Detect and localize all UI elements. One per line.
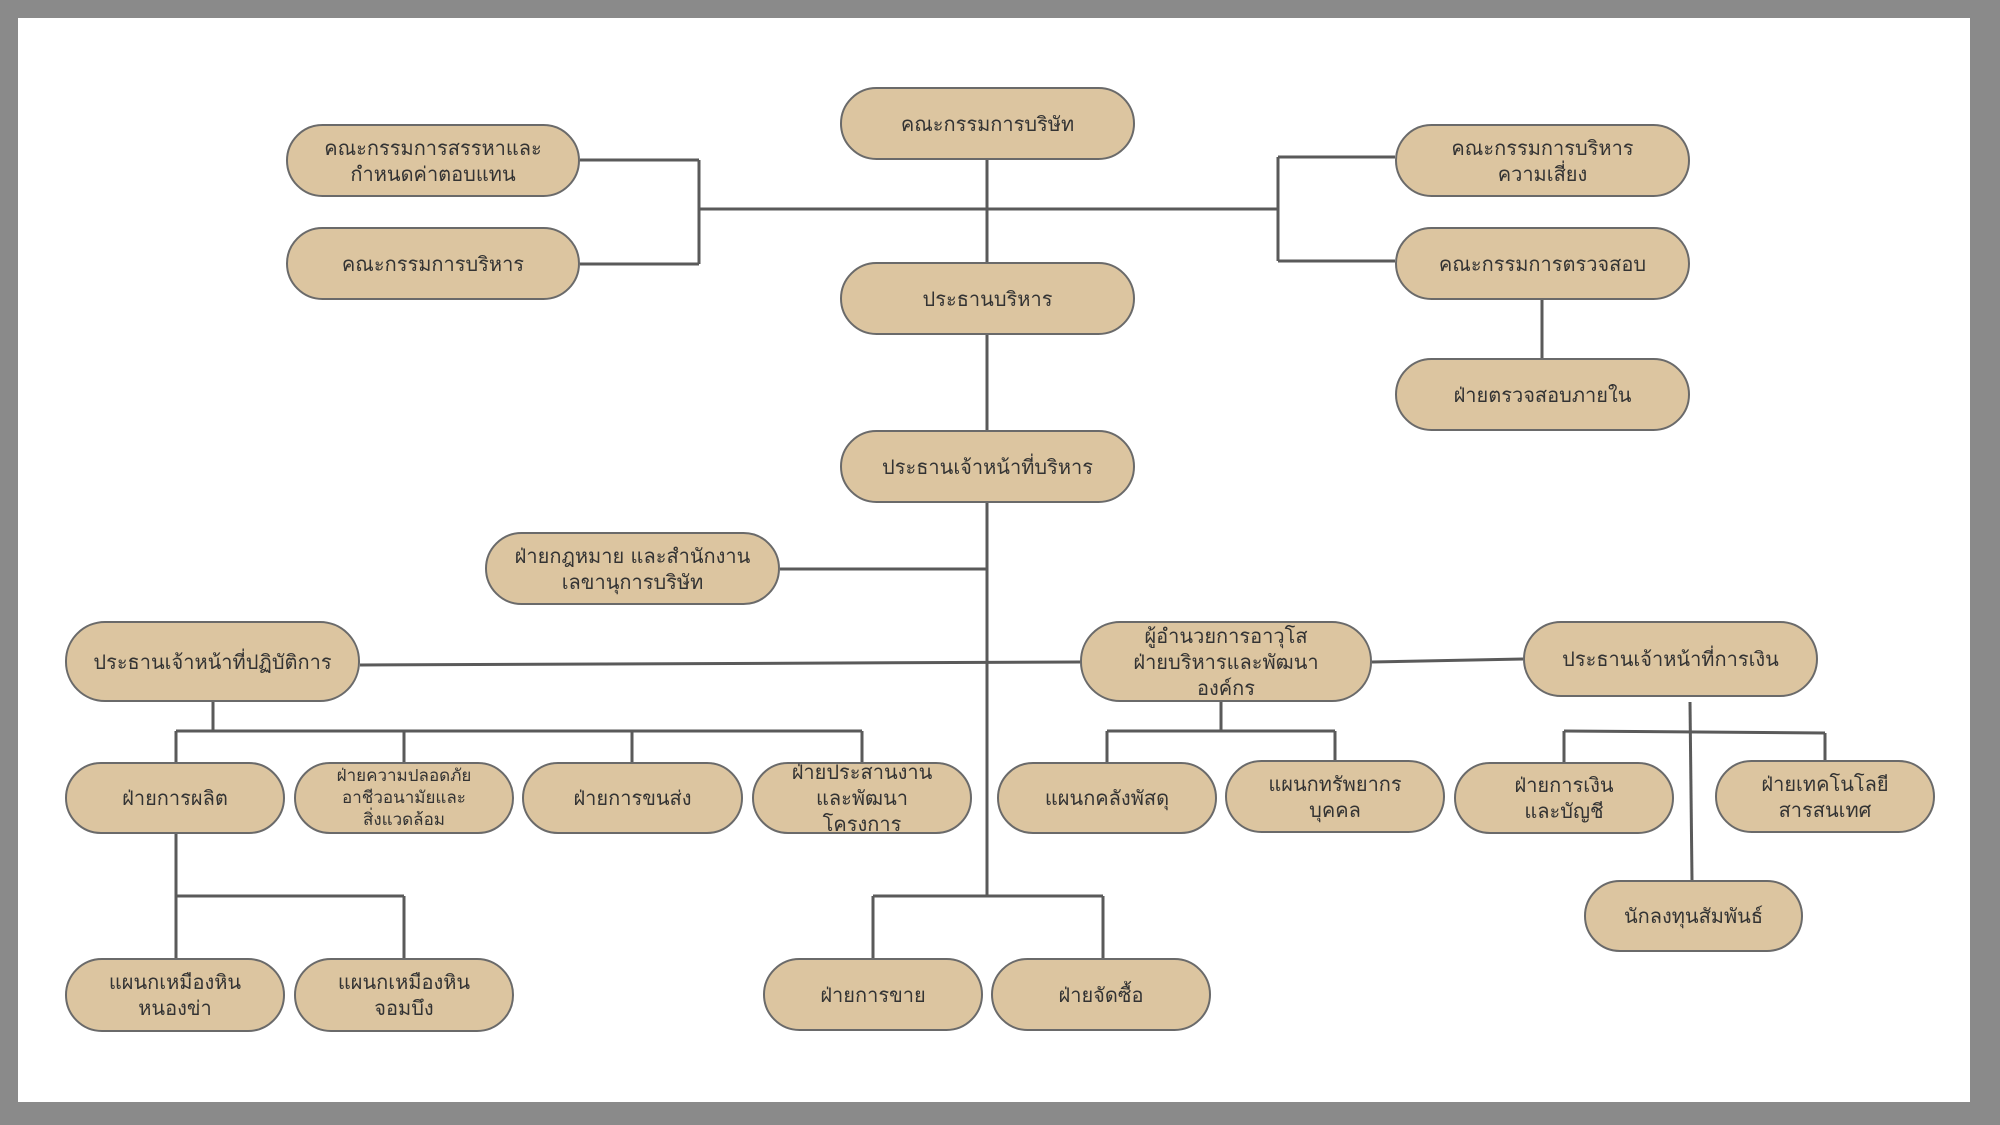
node-finance-accounting: ฝ่ายการเงิน และบัญชี [1454, 762, 1674, 834]
node-quarry-nongkha: แผนกเหมืองหิน หนองข่า [65, 958, 285, 1032]
node-risk-committee: คณะกรรมการบริหาร ความเสี่ยง [1395, 124, 1690, 197]
node-executive-chairman: ประธานบริหาร [840, 262, 1135, 335]
node-human-resources: แผนกทรัพยากร บุคคล [1225, 760, 1445, 833]
node-audit-committee: คณะกรรมการตรวจสอบ [1395, 227, 1690, 300]
node-information-technology: ฝ่ายเทคโนโลยี สารสนเทศ [1715, 760, 1935, 833]
node-warehouse: แผนกคลังพัสดุ [997, 762, 1217, 834]
node-legal-secretary: ฝ่ายกฎหมาย และสำนักงาน เลขานุการบริษัท [485, 532, 780, 605]
node-production: ฝ่ายการผลิต [65, 762, 285, 834]
node-sales: ฝ่ายการขาย [763, 958, 983, 1031]
node-senior-director: ผู้อำนวยการอาวุโส ฝ่ายบริหารและพัฒนา องค… [1080, 621, 1372, 702]
node-coo: ประธานเจ้าหน้าที่ปฏิบัติการ [65, 621, 360, 702]
node-cfo: ประธานเจ้าหน้าที่การเงิน [1523, 621, 1818, 697]
node-project-coordination: ฝ่ายประสานงาน และพัฒนา โครงการ [752, 760, 972, 836]
node-quarry-chombueng: แผนกเหมืองหิน จอมบึง [294, 958, 514, 1032]
node-board: คณะกรรมการบริษัท [840, 87, 1135, 160]
node-executive-committee: คณะกรรมการบริหาร [286, 227, 580, 300]
node-procurement: ฝ่ายจัดซื้อ [991, 958, 1211, 1031]
node-nomination-committee: คณะกรรมการสรรหาและ กำหนดค่าตอบแทน [286, 124, 580, 197]
node-internal-audit: ฝ่ายตรวจสอบภายใน [1395, 358, 1690, 431]
node-safety: ฝ่ายความปลอดภัย อาชีวอนามัยและ สิ่งแวดล้… [294, 762, 514, 834]
node-ceo: ประธานเจ้าหน้าที่บริหาร [840, 430, 1135, 503]
node-investor-relations: นักลงทุนสัมพันธ์ [1584, 880, 1803, 952]
node-transport: ฝ่ายการขนส่ง [522, 762, 743, 834]
